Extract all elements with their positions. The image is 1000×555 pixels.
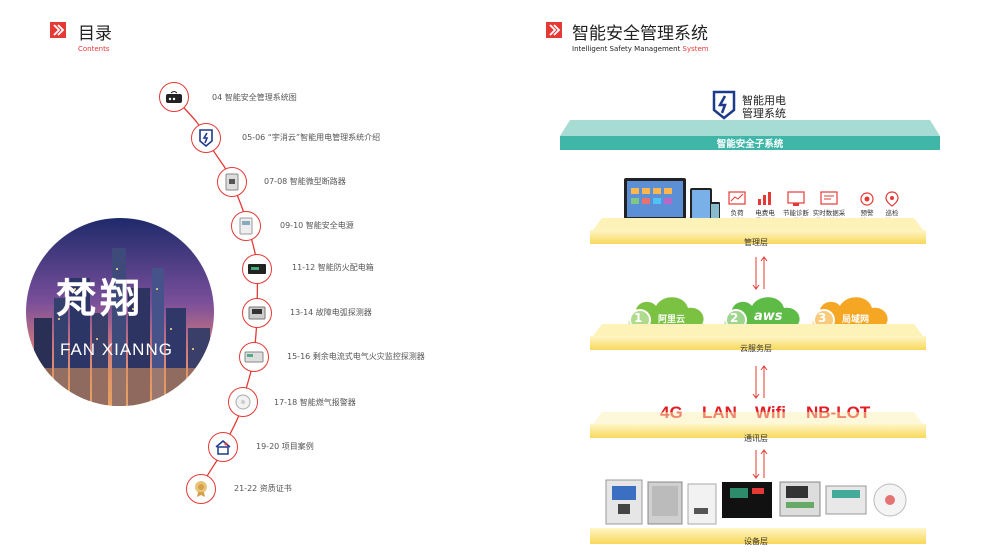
toc-item-2[interactable]: 05-06 “宇消云”智能用电管理系统介绍 xyxy=(242,133,381,142)
toc-timeline xyxy=(173,96,259,490)
alarm-icon xyxy=(857,190,877,212)
toc-icon-box xyxy=(242,254,272,284)
cloud-number-1: 1 xyxy=(634,311,643,325)
cloud-label-3: 局域网 xyxy=(842,315,870,325)
router-icon xyxy=(166,91,182,103)
cloud-label-2: aws xyxy=(754,309,783,324)
toc-icon-shield xyxy=(191,123,221,153)
system-title: 智能安全管理系统 xyxy=(572,24,708,44)
toc-item-7[interactable]: 15-16 剩余电流式电气火灾监控探测器 xyxy=(287,352,425,361)
system-arrow-icon xyxy=(546,22,562,38)
comm-platform xyxy=(590,412,926,438)
toc-item-5[interactable]: 11-12 智能防火配电箱 xyxy=(292,263,374,272)
toc-item-3[interactable]: 07-08 智能微型断路器 xyxy=(264,177,346,186)
toc-item-1[interactable]: 04 智能安全管理系统图 xyxy=(212,93,297,102)
bar-chart-icon xyxy=(755,190,775,212)
toc-icon-arc xyxy=(242,298,272,328)
toc-icon-breaker xyxy=(217,167,247,197)
toc-item-6[interactable]: 13-14 故障电弧探测器 xyxy=(290,308,372,317)
cloud-number-2: 2 xyxy=(730,311,739,325)
contents-arrow-icon xyxy=(50,22,66,38)
toc-icon-current xyxy=(239,342,269,372)
toc-icon-gas xyxy=(228,387,258,417)
location-icon xyxy=(882,190,902,212)
load-chart-icon xyxy=(727,190,747,212)
toc-icon-power xyxy=(231,211,261,241)
monitor-device-icon xyxy=(622,176,722,238)
toc-item-8[interactable]: 17-18 智能燃气报警器 xyxy=(274,398,356,407)
circuit-breaker-icon xyxy=(225,173,239,191)
devices-image xyxy=(600,476,910,530)
layer-label-cloud: 云服务层 xyxy=(740,344,772,353)
power-supply-icon xyxy=(239,217,253,235)
toc-item-9[interactable]: 19-20 项目案例 xyxy=(256,442,314,451)
layer-label-comm: 通讯层 xyxy=(744,434,768,443)
device-platform xyxy=(590,528,926,544)
distribution-box-icon xyxy=(248,264,266,274)
certificate-icon xyxy=(195,481,207,497)
subsystem-band xyxy=(560,120,940,150)
system-subtitle: Intelligent Safety Management System xyxy=(572,45,709,53)
brand-name-en: FAN XIANNG xyxy=(60,340,173,359)
arrow-updown-icon xyxy=(752,449,768,479)
arrow-updown-icon xyxy=(752,365,768,399)
gas-alarm-icon xyxy=(235,394,251,410)
toc-icon-house xyxy=(208,432,238,462)
cloud-label-1: 阿里云 xyxy=(658,315,686,325)
toc-icon-router xyxy=(159,82,189,112)
monitor-icon xyxy=(786,190,806,212)
current-detector-icon xyxy=(244,351,264,363)
toc-icon-cert xyxy=(186,474,216,504)
contents-title: 目录 xyxy=(78,24,112,44)
cloud-platform xyxy=(590,324,926,350)
management-platform xyxy=(590,218,926,244)
arc-detector-icon xyxy=(248,306,266,320)
system-logo-text: 智能用电 管理系统 xyxy=(742,94,786,120)
brand-name-cn: 梵翔 xyxy=(56,275,144,322)
arrow-updown-icon xyxy=(752,256,768,290)
cloud-number-3: 3 xyxy=(818,311,827,325)
data-screen-icon xyxy=(819,190,839,212)
subsystem-band-label: 智能安全子系统 xyxy=(716,139,784,150)
layer-label-device: 设备层 xyxy=(744,537,768,546)
toc-item-10[interactable]: 21-22 资质证书 xyxy=(234,484,292,493)
house-icon xyxy=(215,440,231,455)
contents-subtitle: Contents xyxy=(78,45,110,53)
system-logo-icon xyxy=(712,90,736,124)
lightning-shield-icon xyxy=(199,129,213,147)
layer-label-management: 管理层 xyxy=(744,238,768,247)
toc-item-4[interactable]: 09-10 智能安全电源 xyxy=(280,221,354,230)
